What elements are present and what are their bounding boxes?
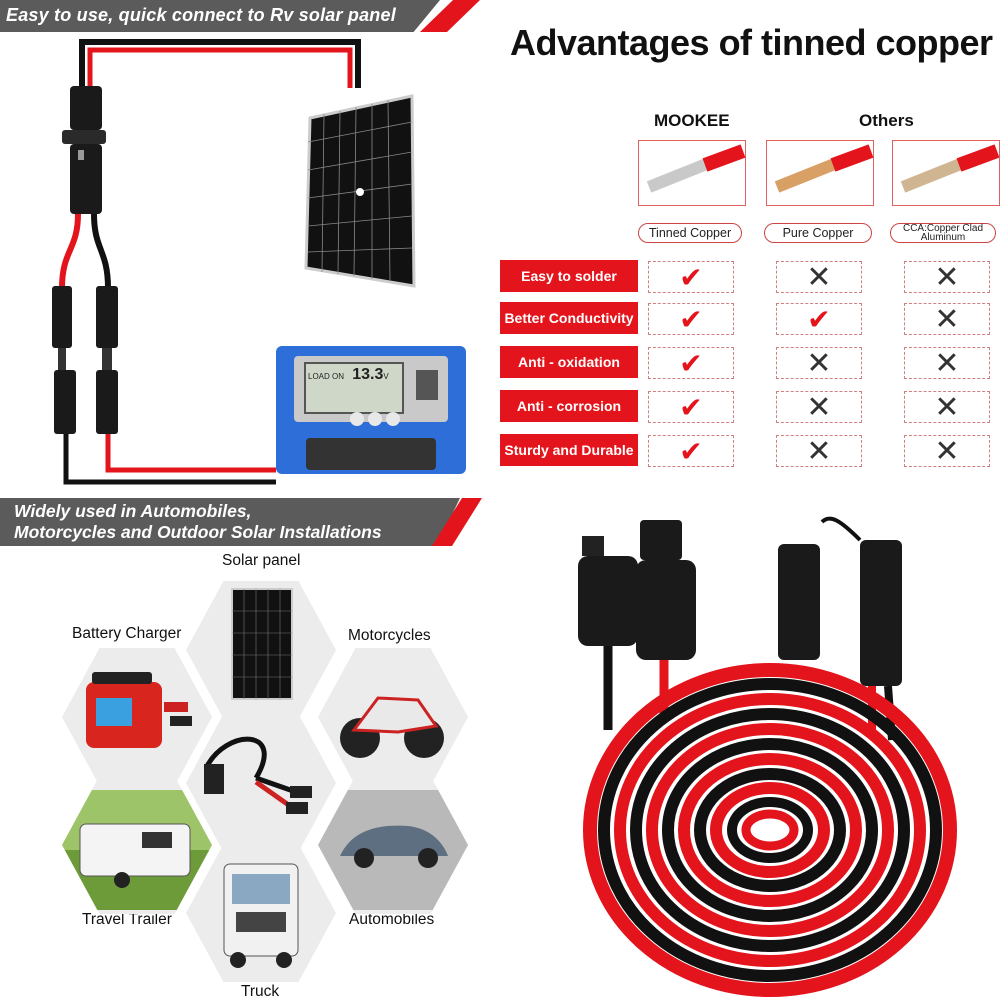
applications-banner: Widely used in Automobiles, Motorcycles … bbox=[0, 498, 460, 546]
y-cable-tile bbox=[186, 714, 336, 852]
cross-icon: ✕ bbox=[904, 435, 990, 468]
motorcycle-tile bbox=[318, 648, 468, 786]
cross-icon: ✕ bbox=[776, 435, 862, 468]
tinned-copper-wire-image bbox=[638, 140, 746, 206]
cca-label: CCA:Copper Clad Aluminum bbox=[890, 223, 996, 243]
travel-trailer-tile bbox=[62, 776, 212, 914]
cross-icon: ✕ bbox=[776, 347, 862, 380]
controller-display-value: 13.3 bbox=[352, 366, 384, 383]
comparison-title: Advantages of tinned copper bbox=[510, 22, 993, 63]
cross-icon: ✕ bbox=[904, 391, 990, 424]
check-icon: ✔ bbox=[648, 303, 734, 335]
feature-label: Anti - corrosion bbox=[500, 390, 638, 422]
check-icon: ✔ bbox=[648, 435, 734, 467]
check-icon: ✔ bbox=[648, 391, 734, 423]
solar-panel-image bbox=[304, 94, 416, 288]
cross-icon: ✕ bbox=[904, 261, 990, 294]
solar-panel-label: Solar panel bbox=[222, 552, 301, 569]
check-icon: ✔ bbox=[648, 261, 734, 293]
cross-icon: ✕ bbox=[904, 347, 990, 380]
automobiles-label: Automobiles bbox=[349, 911, 435, 928]
truck-label: Truck bbox=[241, 983, 280, 1000]
controller-display-unit: V bbox=[383, 372, 389, 381]
truck-tile bbox=[186, 844, 336, 982]
controller-display-text: LOAD ON bbox=[308, 372, 345, 381]
feature-label: Anti - oxidation bbox=[500, 346, 638, 378]
cross-icon: ✕ bbox=[776, 261, 862, 294]
wiring-diagram bbox=[52, 39, 361, 485]
feature-label: Easy to solder bbox=[500, 260, 638, 292]
cross-icon: ✕ bbox=[776, 391, 862, 424]
travel-trailer-label: Travel Trailer bbox=[82, 911, 172, 928]
tinned-copper-label: Tinned Copper bbox=[638, 223, 742, 243]
automobile-tile bbox=[318, 776, 468, 914]
solar-panel-tile bbox=[186, 581, 336, 719]
charge-controller: LOAD ON 13.3V bbox=[276, 346, 466, 474]
top-banner-text: Easy to use, quick connect to Rv solar p… bbox=[6, 5, 396, 25]
top-banner: Easy to use, quick connect to Rv solar p… bbox=[0, 0, 440, 32]
feature-label: Better Conductivity bbox=[500, 302, 638, 334]
applications-banner-line2: Motorcycles and Outdoor Solar Installati… bbox=[14, 522, 382, 542]
check-icon: ✔ bbox=[776, 303, 862, 335]
cca-wire-image bbox=[892, 140, 1000, 206]
battery-charger-label: Battery Charger bbox=[72, 625, 182, 642]
pure-copper-wire-image bbox=[766, 140, 874, 206]
pure-copper-label: Pure Copper bbox=[764, 223, 872, 243]
feature-label: Sturdy and Durable bbox=[500, 434, 638, 466]
controller-display: LOAD ON 13.3V bbox=[304, 362, 404, 414]
check-icon: ✔ bbox=[648, 347, 734, 379]
motorcycles-label: Motorcycles bbox=[348, 627, 431, 644]
cross-icon: ✕ bbox=[904, 303, 990, 336]
others-column-header: Others bbox=[859, 111, 914, 130]
applications-banner-line1: Widely used in Automobiles, bbox=[14, 501, 252, 521]
cable-coil-image bbox=[578, 516, 957, 997]
battery-charger-tile bbox=[62, 648, 212, 786]
mookee-column-header: MOOKEE bbox=[654, 111, 730, 130]
